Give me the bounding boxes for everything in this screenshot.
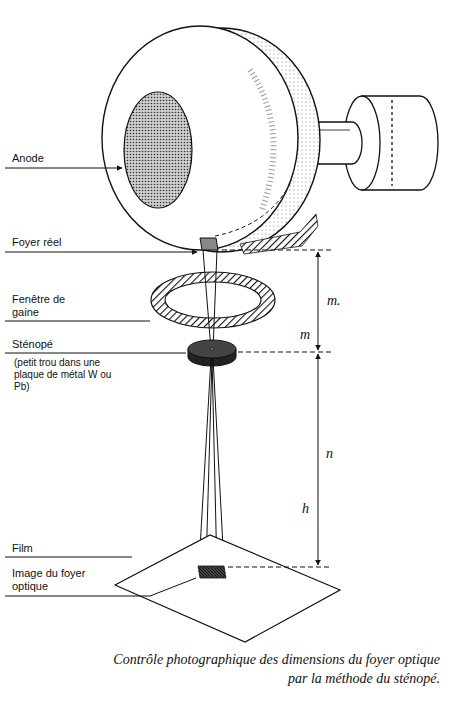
focal-track — [215, 180, 292, 236]
anode-target — [124, 92, 192, 208]
disc-shading — [250, 70, 274, 210]
part-label: Film — [12, 542, 112, 555]
part-label: Image du foyer optique — [12, 567, 97, 593]
leader-lines — [5, 168, 197, 596]
film-sheet — [115, 535, 340, 642]
dimension-label: m. — [327, 292, 357, 309]
dimension-label: h — [302, 500, 316, 517]
x-ray-beam — [203, 250, 217, 350]
dimension-label: m — [300, 326, 316, 343]
housing-window — [151, 272, 275, 328]
part-note: (petit trou dans une plaque de métal W o… — [14, 357, 114, 393]
anode-disc — [102, 26, 298, 250]
bevel-hatching — [240, 214, 318, 254]
figure-caption: Contrôle photographique des dimensions d… — [95, 650, 440, 688]
dimension-lines — [222, 250, 332, 567]
part-label: Anode — [12, 152, 112, 165]
focal-spot — [200, 238, 218, 250]
part-label: Foyer réel — [12, 236, 132, 249]
focal-spot-image — [198, 566, 226, 578]
part-label: Sténopé — [12, 338, 132, 351]
part-label: Fenêtre de gaine — [12, 293, 84, 319]
dimension-label: n — [326, 445, 346, 462]
